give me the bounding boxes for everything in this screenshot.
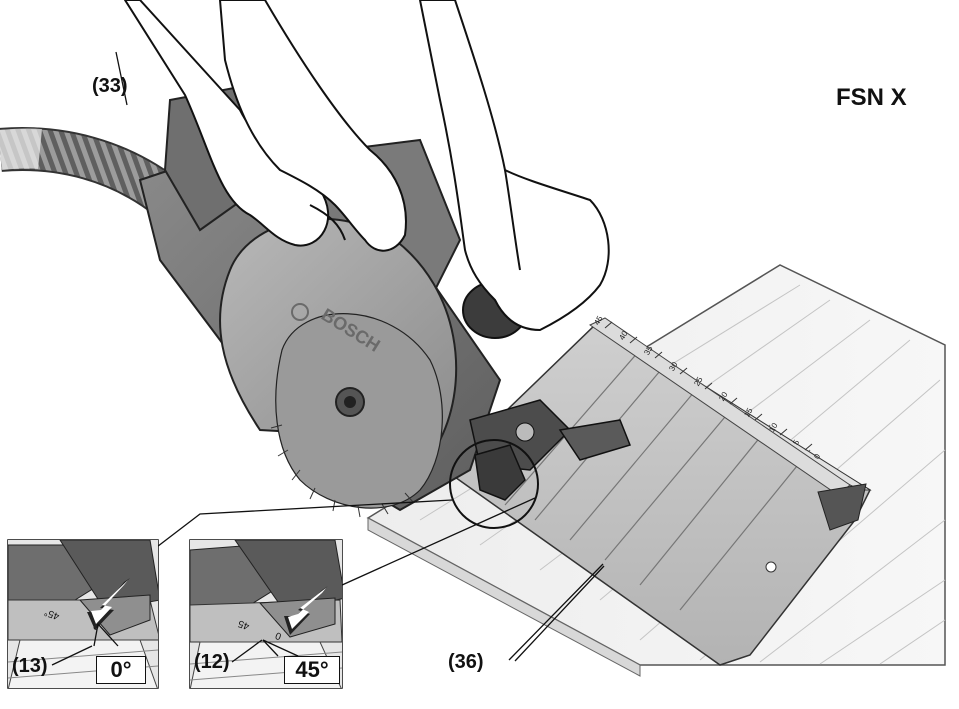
angle-0-box: 0° — [96, 656, 146, 684]
angle-45-box: 45° — [284, 656, 340, 684]
guide-rail-leader — [514, 565, 605, 662]
callout-marker-0: (13) — [12, 655, 48, 677]
rail-scale — [604, 321, 813, 451]
rail-scale-label: 35 — [642, 344, 655, 357]
rail-scale-label: 40 — [617, 329, 630, 342]
inset-45-degree: 45 0 — [189, 539, 343, 689]
rail-scale-label: 25 — [692, 375, 705, 388]
rail-scale-label: 20 — [717, 390, 730, 403]
model-label: FSN X — [836, 84, 907, 111]
rail-scale-label: 45 — [592, 314, 605, 327]
callout-guide-rail: (36) — [448, 651, 484, 673]
callout-marker-45: (12) — [194, 651, 230, 673]
guide-rail — [443, 317, 872, 666]
operator-hands — [124, 0, 610, 331]
rail-scale-label: 15 — [742, 406, 755, 419]
inset-right-scale-0: 0 — [274, 629, 283, 641]
rail-scale-label: 5 — [791, 438, 802, 447]
rail-scale-label: 10 — [767, 421, 780, 434]
rail-scale-label: 0 — [812, 452, 823, 461]
inset-left-scale-45: 45° — [43, 606, 61, 622]
callout-hose: (33) — [92, 75, 128, 97]
rail-scale-label: 30 — [667, 360, 680, 373]
inset-right-scale-45: 45 — [236, 617, 251, 631]
